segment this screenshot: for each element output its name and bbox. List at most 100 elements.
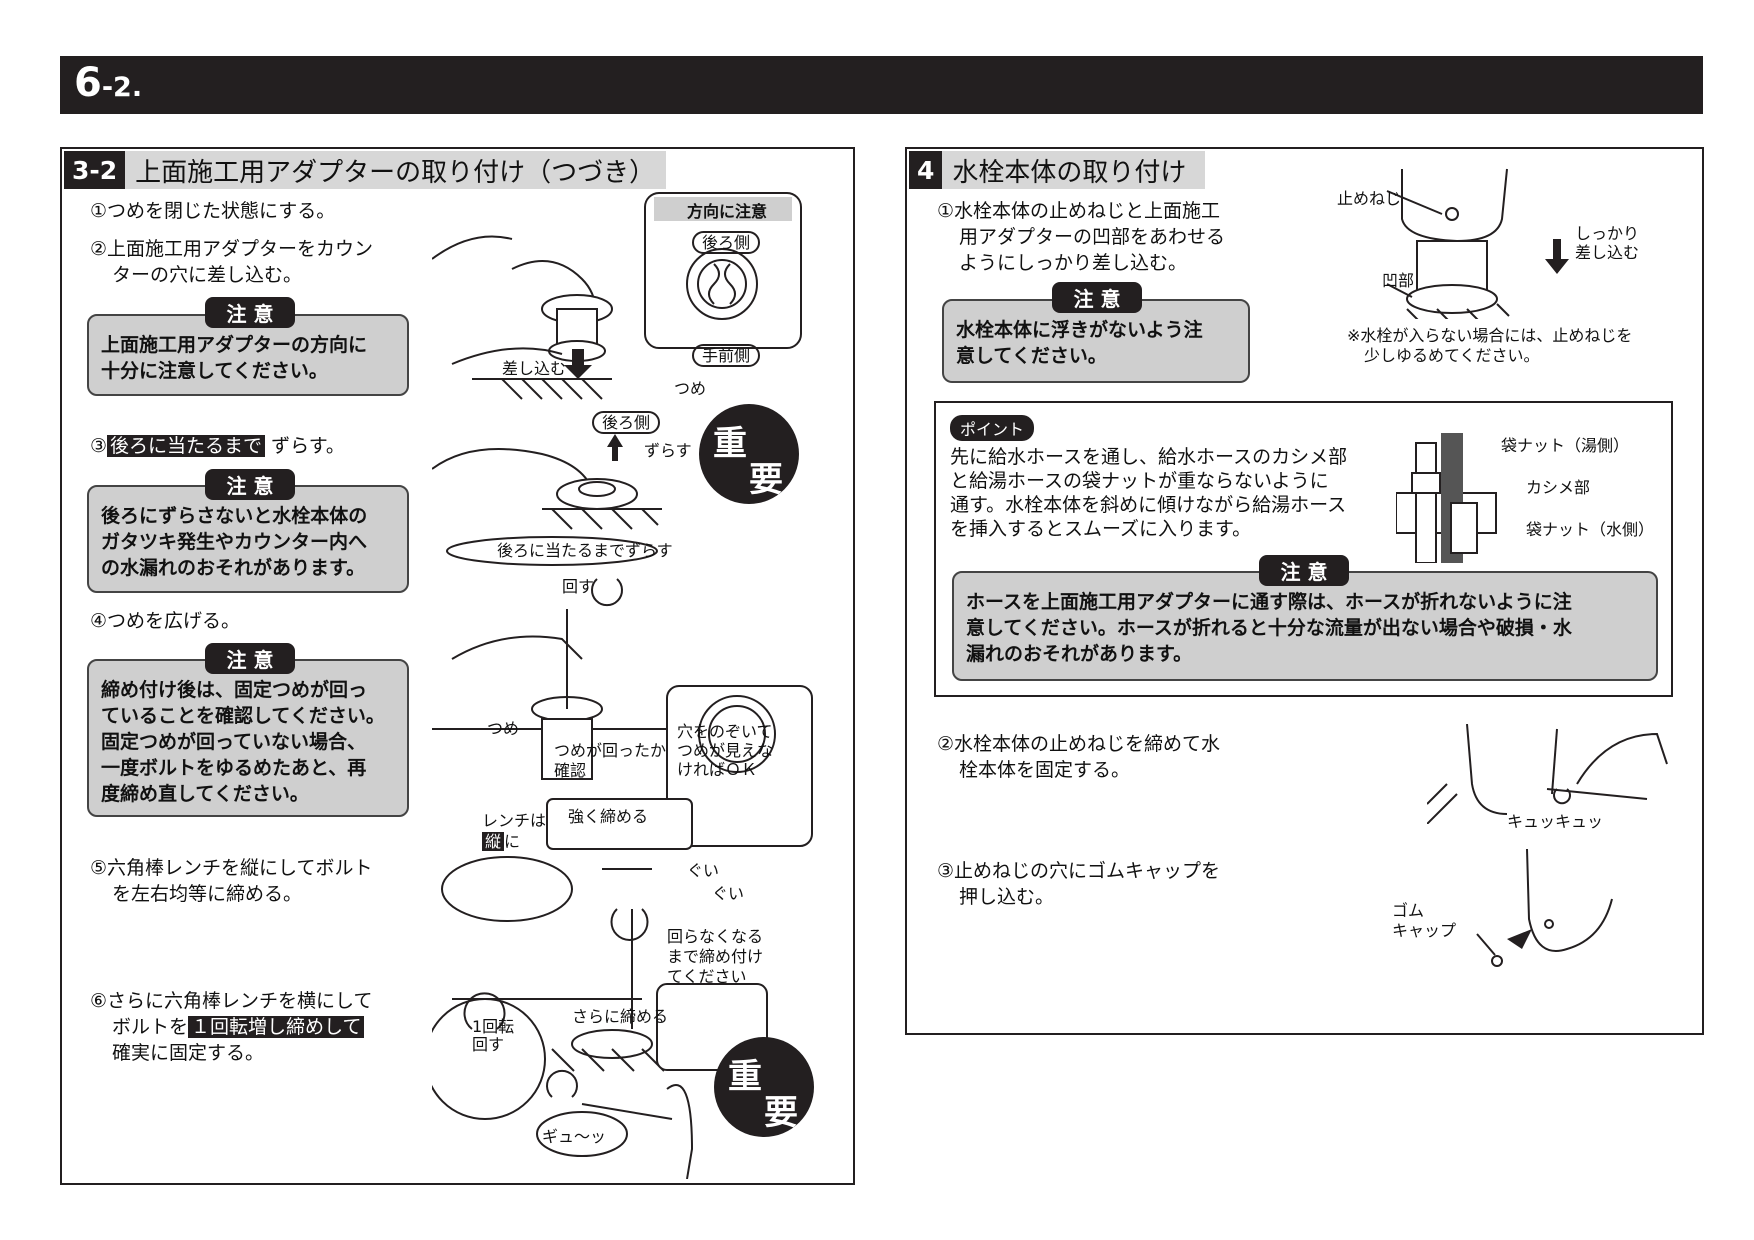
nut-cold-label: 袋ナット（水側） (1526, 520, 1655, 539)
right-section-header: 4 水栓本体の取り付け (909, 151, 1205, 189)
recess-label: 凹部 (1382, 271, 1415, 290)
one-turn-line-1: 1回転 (472, 1017, 515, 1036)
step-2-line-2: ターの穴に差し込む。 (112, 264, 303, 286)
step-1: ①つめを閉じた状態にする。 (90, 200, 336, 222)
check-line-1: つめが回ったか (554, 741, 667, 760)
claw-label: つめ (674, 379, 707, 398)
check-line-2: 確認 (554, 761, 587, 780)
left-panel: 3-2 上面施工用アダプターの取り付け（つづき） ①つめを閉じた状態にする。 ②… (60, 147, 855, 1185)
left-section-number: 3-2 (64, 151, 126, 189)
page-section-number: 6-2. (74, 60, 142, 106)
caution-box-2: 後ろにずらさないと水栓本体の ガタツキ発生やカウンター内へ の水漏れのおそれがあ… (87, 485, 409, 593)
left-section-header: 3-2 上面施工用アダプターの取り付け（つづき） (64, 151, 666, 189)
hose-illustration (1396, 433, 1497, 563)
r-step-1-line-1: ①水栓本体の止めねじと上面施工 (937, 200, 1221, 222)
caution-box-3: 締め付け後は、固定つめが回っ ていることを確認してください。 固定つめが回ってい… (87, 659, 409, 817)
right-section-number: 4 (909, 151, 943, 189)
r-step-3-line-2: 押し込む。 (959, 886, 1055, 908)
right-section-title: 水栓本体の取り付け (952, 157, 1187, 188)
peek-line-1: 穴をのぞいて (677, 722, 773, 741)
direction-box (644, 192, 802, 349)
r-step-1-line-2: 用アダプターの凹部をあわせる (959, 226, 1226, 248)
step-6-line-3: 確実に固定する。 (112, 1042, 265, 1064)
insert-label: 差し込む (502, 359, 567, 378)
step-4: ④つめを広げる。 (90, 610, 241, 632)
slide-back-illustration (432, 434, 662, 566)
r-caution-label-1: 注 意 (1052, 282, 1142, 313)
r-caution-1-line-2: 意してください。 (956, 345, 1107, 367)
caution-3-line-3: 固定つめが回っていない場合、 (101, 731, 367, 753)
left-illustrations (432, 192, 813, 1179)
point-box: ポイント 先に給水ホースを通し、給水ホースのカシメ部 と給湯ホースの袋ナットが重… (934, 401, 1673, 697)
caution-1-line-1: 上面施工用アダプターの方向に (101, 334, 368, 356)
point-line-1: 先に給水ホースを通し、給水ホースのカシメ部 (950, 446, 1348, 468)
right-panel: 4 水栓本体の取り付け ①水栓本体の止めねじと上面施工 用アダプターの凹部をあわ… (905, 147, 1704, 1035)
turn-label: 回す (562, 577, 595, 596)
section-number-sub: -2. (101, 72, 143, 103)
direction-title: 方向に注意 (687, 202, 768, 221)
one-turn-line-2: 回す (472, 1035, 505, 1054)
rubber-cap-line-1: ゴム (1392, 901, 1425, 920)
caution-label-1: 注 意 (205, 297, 295, 328)
caution-3-line-2: ていることを確認してください。 (101, 705, 385, 727)
turn-wrench-illustration (432, 578, 813, 850)
important-badge-2: 重 要 (714, 1037, 814, 1137)
tighten-more-label: さらに締める (572, 1007, 669, 1026)
firmly-line-2: 差し込む (1575, 243, 1640, 262)
step-2-line-1: ②上面施工用アダプターをカウン (90, 238, 374, 260)
faucet-insert-illustration (1386, 168, 1569, 319)
slide-until-label: 後ろに当たるまでずらす (497, 541, 673, 560)
kyukkyu-label: キュッキュッ (1507, 812, 1604, 831)
caution-3-line-1: 締め付け後は、固定つめが回っ (101, 679, 368, 701)
nut-hot-label: 袋ナット（湯側） (1501, 436, 1630, 455)
note-line-1: ※水栓が入らない場合には、止めねじを (1347, 326, 1633, 345)
step-5-line-2: を左右均等に締める。 (112, 883, 303, 905)
point-badge: ポイント (950, 415, 1035, 441)
important-char-1: 重 (713, 424, 747, 464)
left-section-title: 上面施工用アダプターの取り付け（つづき） (135, 157, 656, 188)
claw-label-2: つめ (487, 719, 520, 738)
point-line-3: 通す。水栓本体を斜めに傾けながら給湯ホース (950, 494, 1347, 516)
r-step-1-line-3: ようにしっかり差し込む。 (959, 252, 1188, 274)
step-6-prefix: ボルトを (112, 1016, 189, 1038)
step-5-line-1: ⑤六角棒レンチを縦にしてボルト (90, 857, 373, 879)
step-3-prefix: ③ (90, 435, 108, 457)
step-6-line-1: ⑥さらに六角棒レンチを横にして (90, 990, 373, 1012)
r-caution-box-2: ホースを上面施工用アダプターに通す際は、ホースが折れないように注 意してください… (952, 571, 1658, 681)
back-side-label-2: 後ろ側 (592, 411, 661, 434)
caution-3-line-5: 度締め直してください。 (101, 783, 309, 805)
wrench-ni: に (504, 832, 521, 851)
r-step-3-line-1: ③止めねじの穴にゴムキャップを (937, 860, 1221, 882)
header-bar: 6-2. (60, 56, 1703, 114)
r-caution-2-line-3: 漏れのおそれがあります。 (966, 643, 1193, 665)
r-caution-2-line-2: 意してください。ホースが折れると十分な流量が出ない場合や破損・水 (966, 617, 1572, 639)
tighten-strong-label: 強く締める (568, 807, 649, 826)
tighten-screw-illustration (1427, 724, 1668, 824)
r-step-2-line-1: ②水栓本体の止めねじを締めて水 (937, 733, 1221, 755)
caution-label-3: 注 意 (205, 643, 295, 674)
important-char-4: 要 (764, 1093, 798, 1133)
point-line-4: を挿入するとスムーズに入ります。 (950, 518, 1252, 540)
stop-screw-label: 止めねじ (1337, 189, 1402, 208)
caution-2-line-1: 後ろにずらさないと水栓本体の (101, 505, 368, 527)
wrench-line-1: レンチは (482, 811, 547, 830)
wrench-line-2: 縦に (482, 832, 520, 851)
note-line-2: 少しゆるめてください。 (1364, 346, 1540, 365)
r-step-2-line-2: 栓本体を固定する。 (959, 759, 1131, 781)
until-line-3: てください (667, 967, 747, 986)
insert-adapter-illustration (432, 235, 613, 400)
firmly-line-1: しっかり (1575, 224, 1640, 243)
horizontal-wrench-illustration (432, 992, 694, 1179)
gui-label-2: ぐい (712, 884, 745, 903)
until-line-2: まで締め付け (667, 947, 764, 966)
caution-2-line-2: ガタツキ発生やカウンター内へ (101, 531, 368, 553)
gui-label-1: ぐい (687, 861, 720, 880)
step-3-suffix: ずらす。 (271, 435, 345, 457)
important-char-3: 重 (728, 1057, 762, 1097)
caution-3-line-4: 一度ボルトをゆるめたあと、再 (101, 757, 367, 779)
front-side-label: 手前側 (692, 344, 761, 367)
peek-line-2: つめが見えな (677, 741, 774, 760)
crimp-label: カシメ部 (1526, 478, 1591, 497)
r-caution-box-1: 水栓本体に浮きがないよう注 意してください。 (942, 299, 1250, 383)
